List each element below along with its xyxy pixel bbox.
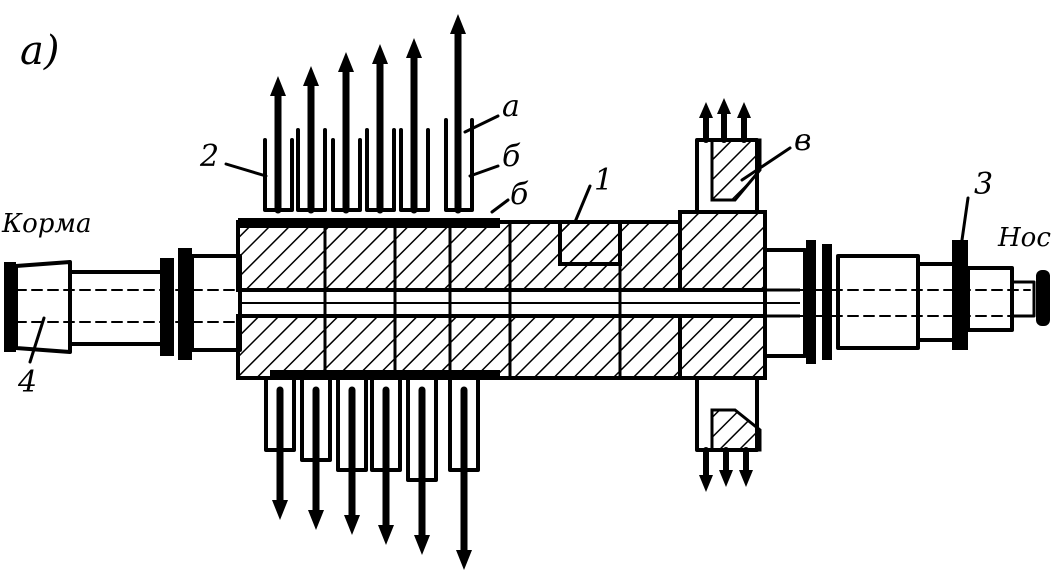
label-num-4: 4: [17, 365, 37, 400]
panel-label: a): [20, 28, 59, 74]
upper-blade-row: [263, 14, 474, 214]
label-bow: Нос: [997, 223, 1051, 253]
label-letter-b1: б: [502, 139, 521, 174]
leader-lines: [28, 114, 970, 364]
reverse-blade-group: [695, 98, 762, 492]
label-letter-v: в: [794, 123, 811, 158]
label-num-2: 2: [199, 139, 219, 174]
label-letter-a: a: [502, 89, 520, 124]
label-letter-b2: б: [510, 177, 529, 212]
label-num-3: 3: [974, 167, 993, 202]
stern-shaft-end: [4, 248, 242, 360]
rotor-drum: [236, 210, 800, 380]
lower-blade-row: [264, 378, 480, 570]
bow-shaft-end: [763, 240, 1050, 364]
label-stern: Корма: [1, 209, 91, 239]
label-num-1: 1: [594, 163, 613, 198]
